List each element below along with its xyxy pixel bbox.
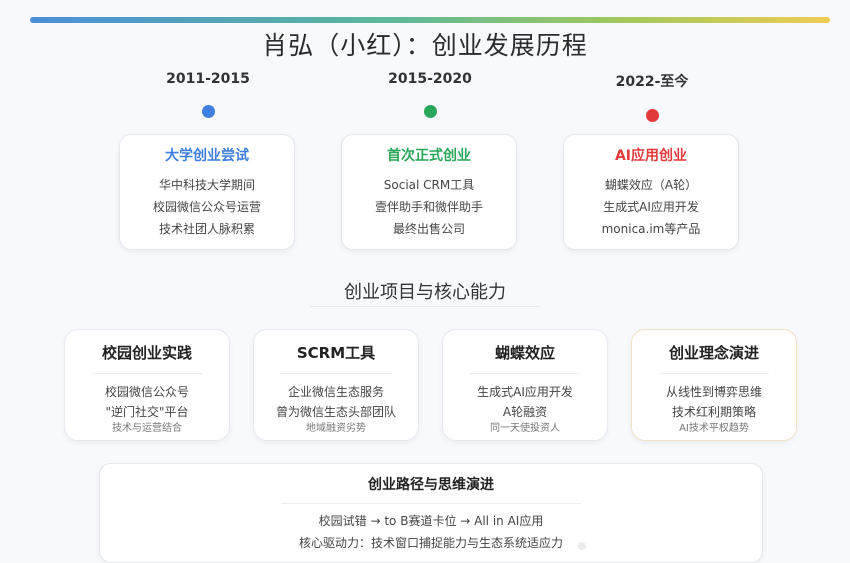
path-divider	[281, 503, 581, 504]
section-divider	[310, 306, 540, 307]
timeline-year: 2015-2020	[388, 71, 472, 87]
scroll-indicator[interactable]	[578, 542, 586, 550]
stage-line: Social CRM工具	[383, 178, 475, 192]
project-card-scrm: SCRM工具 企业微信生态服务 曾为微信生态头部团队 地域融资劣势	[253, 329, 419, 441]
stage-line: 校园微信公众号运营	[152, 200, 261, 214]
stage-line: 壹伴助手和微伴助手	[374, 200, 483, 214]
path-line: 校园试错 → to B赛道卡位 → All in AI应用	[318, 514, 544, 528]
project-line: "逆门社交"平台	[105, 405, 189, 419]
stage-line: 技术社团人脉积累	[158, 222, 255, 236]
path-line: 核心驱动力：技术窗口捕捉能力与生态系统适应力	[298, 536, 563, 550]
project-card-campus: 校园创业实践 校园微信公众号 "逆门社交"平台 技术与运营结合	[64, 329, 230, 441]
stage-line: 华中科技大学期间	[158, 178, 255, 192]
path-heading: 创业路径与思维演进	[368, 477, 494, 493]
section-title: 创业项目与核心能力	[344, 282, 506, 303]
timeline-period-2: 2015-2020	[360, 71, 500, 118]
project-heading: SCRM工具	[296, 344, 376, 362]
stage-line: 生成式AI应用开发	[603, 200, 699, 214]
top-gradient-bar	[30, 17, 830, 23]
project-heading: 蝴蝶效应	[494, 344, 555, 362]
timeline-dot	[201, 105, 215, 118]
project-heading: 创业理念演进	[668, 344, 759, 362]
project-heading: 校园创业实践	[101, 344, 192, 362]
timeline-year: 2011-2015	[166, 71, 250, 87]
project-card-philosophy: 创业理念演进 从线性到博弈思维 技术红利期策略 AI技术平权趋势	[631, 329, 797, 441]
project-divider	[92, 373, 202, 374]
project-note: 地域融资劣势	[306, 423, 366, 434]
stage-card-ai-venture: AI应用创业 蝴蝶效应（A轮） 生成式AI应用开发 monica.im等产品	[563, 134, 739, 250]
stage-heading: 首次正式创业	[387, 148, 471, 164]
project-line: 曾为微信生态头部团队	[275, 405, 396, 419]
project-card-butterfly: 蝴蝶效应 生成式AI应用开发 A轮融资 同一天使投资人	[442, 329, 608, 441]
project-line: 技术红利期策略	[671, 405, 756, 419]
timeline-period-3: 2022-至今	[582, 71, 722, 122]
timeline-period-1: 2011-2015	[138, 71, 278, 118]
project-divider	[281, 373, 391, 374]
stage-heading: 大学创业尝试	[165, 148, 249, 164]
project-divider	[470, 373, 580, 374]
project-line: A轮融资	[502, 405, 548, 419]
timeline-dot	[423, 105, 437, 118]
project-note: 同一天使投资人	[490, 423, 560, 434]
stage-heading: AI应用创业	[614, 148, 688, 164]
project-line: 生成式AI应用开发	[477, 385, 573, 399]
project-line: 校园微信公众号	[104, 385, 189, 399]
stage-line: monica.im等产品	[601, 222, 701, 236]
project-note: 技术与运营结合	[112, 423, 182, 434]
stage-line: 蝴蝶效应（A轮）	[604, 178, 698, 192]
path-summary-box: 创业路径与思维演进 校园试错 → to B赛道卡位 → All in AI应用 …	[99, 463, 763, 563]
stage-card-university: 大学创业尝试 华中科技大学期间 校园微信公众号运营 技术社团人脉积累	[119, 134, 295, 250]
timeline-dot	[645, 109, 659, 122]
stage-line: 最终出售公司	[392, 222, 465, 236]
page-title: 肖弘（小红）：创业发展历程	[262, 31, 588, 60]
project-note: AI技术平权趋势	[679, 423, 749, 434]
stage-card-first-venture: 首次正式创业 Social CRM工具 壹伴助手和微伴助手 最终出售公司	[341, 134, 517, 250]
project-line: 企业微信生态服务	[287, 385, 384, 399]
project-divider	[659, 373, 769, 374]
timeline-year: 2022-至今	[615, 74, 689, 90]
project-line: 从线性到博弈思维	[665, 385, 762, 399]
